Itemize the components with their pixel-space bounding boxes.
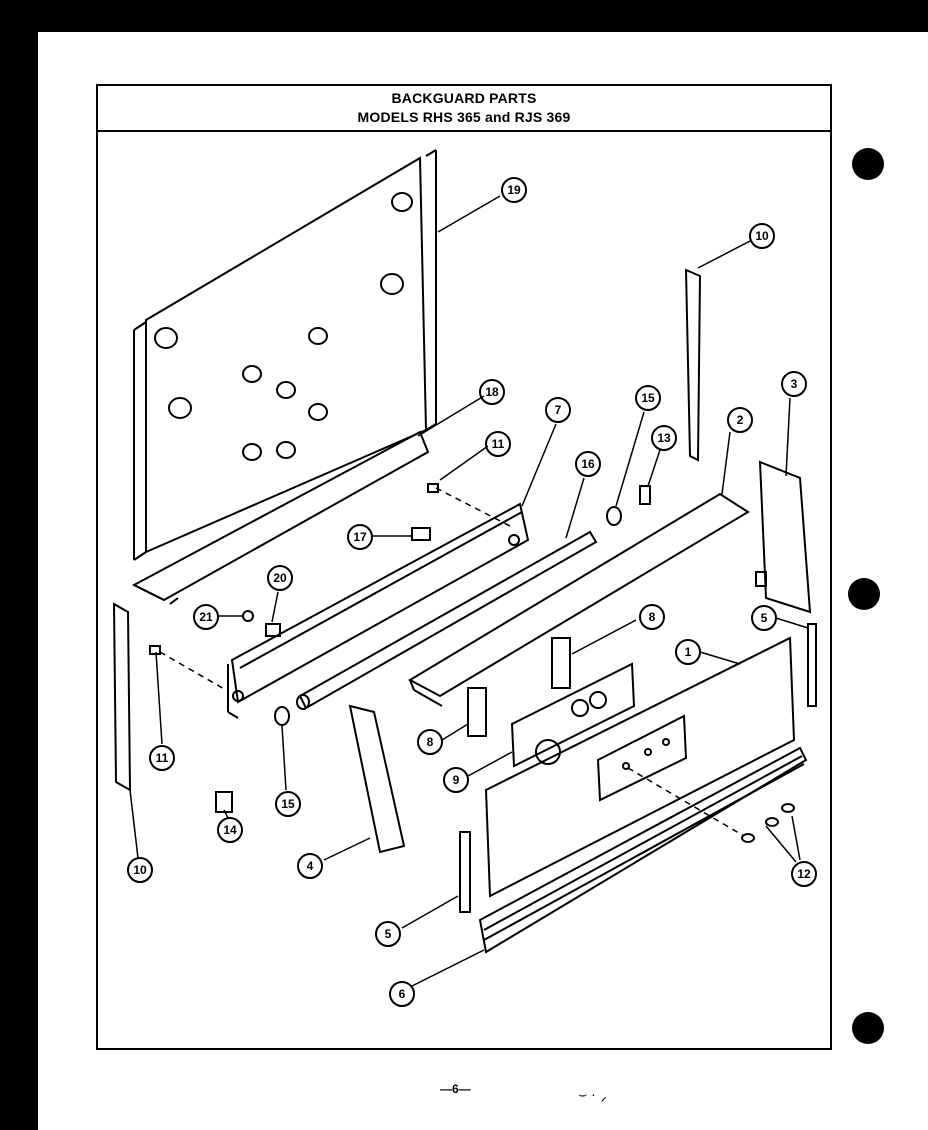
callout-labels: 19 10 3 2 18 7 15 13 11 16 17 20 21 8 1 … (133, 183, 811, 1001)
callout-18-circle (479, 379, 505, 405)
callout-7-circle (545, 397, 571, 423)
callout-10b: 10 (133, 863, 147, 877)
callout-3-circle (781, 371, 807, 397)
callout-11: 11 (492, 437, 505, 451)
callout-13-circle (651, 425, 677, 451)
callout-9: 9 (453, 773, 460, 787)
callout-16-circle (575, 451, 601, 477)
callout-12-circle (791, 861, 817, 887)
callout-8b-circle (417, 729, 443, 755)
callout-7: 7 (555, 403, 562, 417)
callout-21: 21 (199, 610, 213, 624)
callout-1: 1 (685, 645, 692, 659)
diagram-frame: BACKGUARD PARTS MODELS RHS 365 and RJS 3… (96, 84, 832, 1050)
callout-12: 12 (797, 867, 811, 881)
callout-21-circle (193, 604, 219, 630)
binder-hole-bottom (852, 1012, 884, 1044)
callout-8b: 8 (427, 735, 434, 749)
callout-3: 3 (791, 377, 798, 391)
callout-18: 18 (485, 385, 499, 399)
binder-hole-middle (848, 578, 880, 610)
callout-6-circle (389, 981, 415, 1007)
callouts (127, 177, 817, 1007)
part-1-front-panel (484, 636, 796, 898)
callout-19: 19 (507, 183, 521, 197)
part-10-right-upright (684, 268, 702, 462)
callout-8-circle (639, 604, 665, 630)
title-block: BACKGUARD PARTS MODELS RHS 365 and RJS 3… (98, 86, 830, 132)
callout-14: 14 (223, 823, 237, 837)
leader-lines (129, 195, 809, 987)
callout-5: 5 (761, 611, 768, 625)
part-16-tube (296, 530, 598, 710)
callout-15b-circle (275, 791, 301, 817)
callout-11b: 11 (156, 751, 169, 765)
part-3-end-cap (755, 460, 812, 614)
page-number: —6— (440, 1082, 471, 1096)
part-5-strip-left (459, 831, 471, 913)
callout-17: 17 (353, 530, 367, 544)
small-hardware (149, 483, 795, 843)
callout-15b: 15 (281, 797, 295, 811)
callout-4: 4 (307, 859, 314, 873)
part-18-trim-strip (131, 430, 430, 605)
part-9-control-panel (510, 662, 636, 768)
callout-20-circle (267, 565, 293, 591)
part-8-bracket-a (551, 637, 571, 689)
part-10-left-upright (112, 602, 132, 792)
callout-13: 13 (657, 431, 671, 445)
callout-5b-circle (375, 921, 401, 947)
callout-10-circle (749, 223, 775, 249)
callout-9-circle (443, 767, 469, 793)
part-7-channel (227, 502, 530, 719)
callout-19-circle (501, 177, 527, 203)
part-5-strip-right (807, 623, 817, 707)
part-8-bracket-b (467, 687, 487, 737)
parts-sheet (38, 32, 928, 1130)
callout-8: 8 (649, 610, 656, 624)
callout-17-circle (347, 524, 373, 550)
diagram-subtitle: MODELS RHS 365 and RJS 369 (357, 109, 571, 125)
callout-2: 2 (737, 413, 744, 427)
callout-2-circle (727, 407, 753, 433)
callout-4-circle (297, 853, 323, 879)
callout-16: 16 (581, 457, 595, 471)
callout-1-circle (675, 639, 701, 665)
callout-5-circle (751, 605, 777, 631)
part-19-back-panel (133, 149, 437, 561)
callout-20: 20 (273, 571, 287, 585)
callout-6: 6 (399, 987, 406, 1001)
part-2-top-trim (407, 492, 750, 707)
callout-5b: 5 (385, 927, 392, 941)
part-4-grille (348, 704, 406, 854)
callout-15: 15 (641, 391, 655, 405)
callout-11b-circle (149, 745, 175, 771)
pen-mark: ⌣ · ⸝ (578, 1086, 609, 1102)
binder-hole-top (852, 148, 884, 180)
diagram-title: BACKGUARD PARTS (391, 90, 537, 106)
callout-10: 10 (755, 229, 769, 243)
callout-10b-circle (127, 857, 153, 883)
part-6-trim-bars (478, 746, 808, 954)
callout-14-circle (217, 817, 243, 843)
callout-11-circle (485, 431, 511, 457)
callout-15-circle (635, 385, 661, 411)
